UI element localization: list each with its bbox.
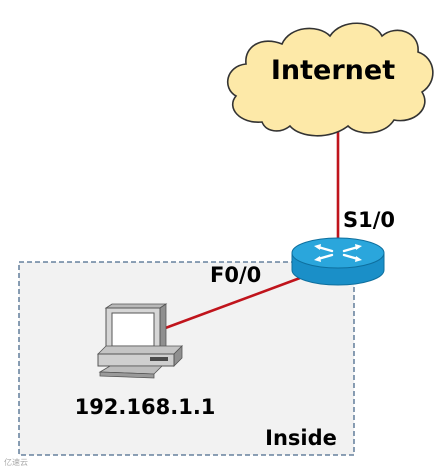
ethernet-link [159, 276, 301, 332]
router-icon [291, 237, 385, 286]
inside-zone [18, 261, 355, 456]
fastethernet-interface-label: F0/0 [210, 263, 261, 287]
inside-zone-label: Inside [265, 426, 337, 450]
serial-interface-label: S1/0 [343, 208, 395, 232]
watermark: 亿速云 [4, 457, 28, 467]
host-ip-label: 192.168.1.1 [75, 395, 216, 419]
internet-label: Internet [271, 55, 395, 86]
pc-icon [97, 303, 183, 379]
internet-cloud-icon [226, 22, 434, 137]
